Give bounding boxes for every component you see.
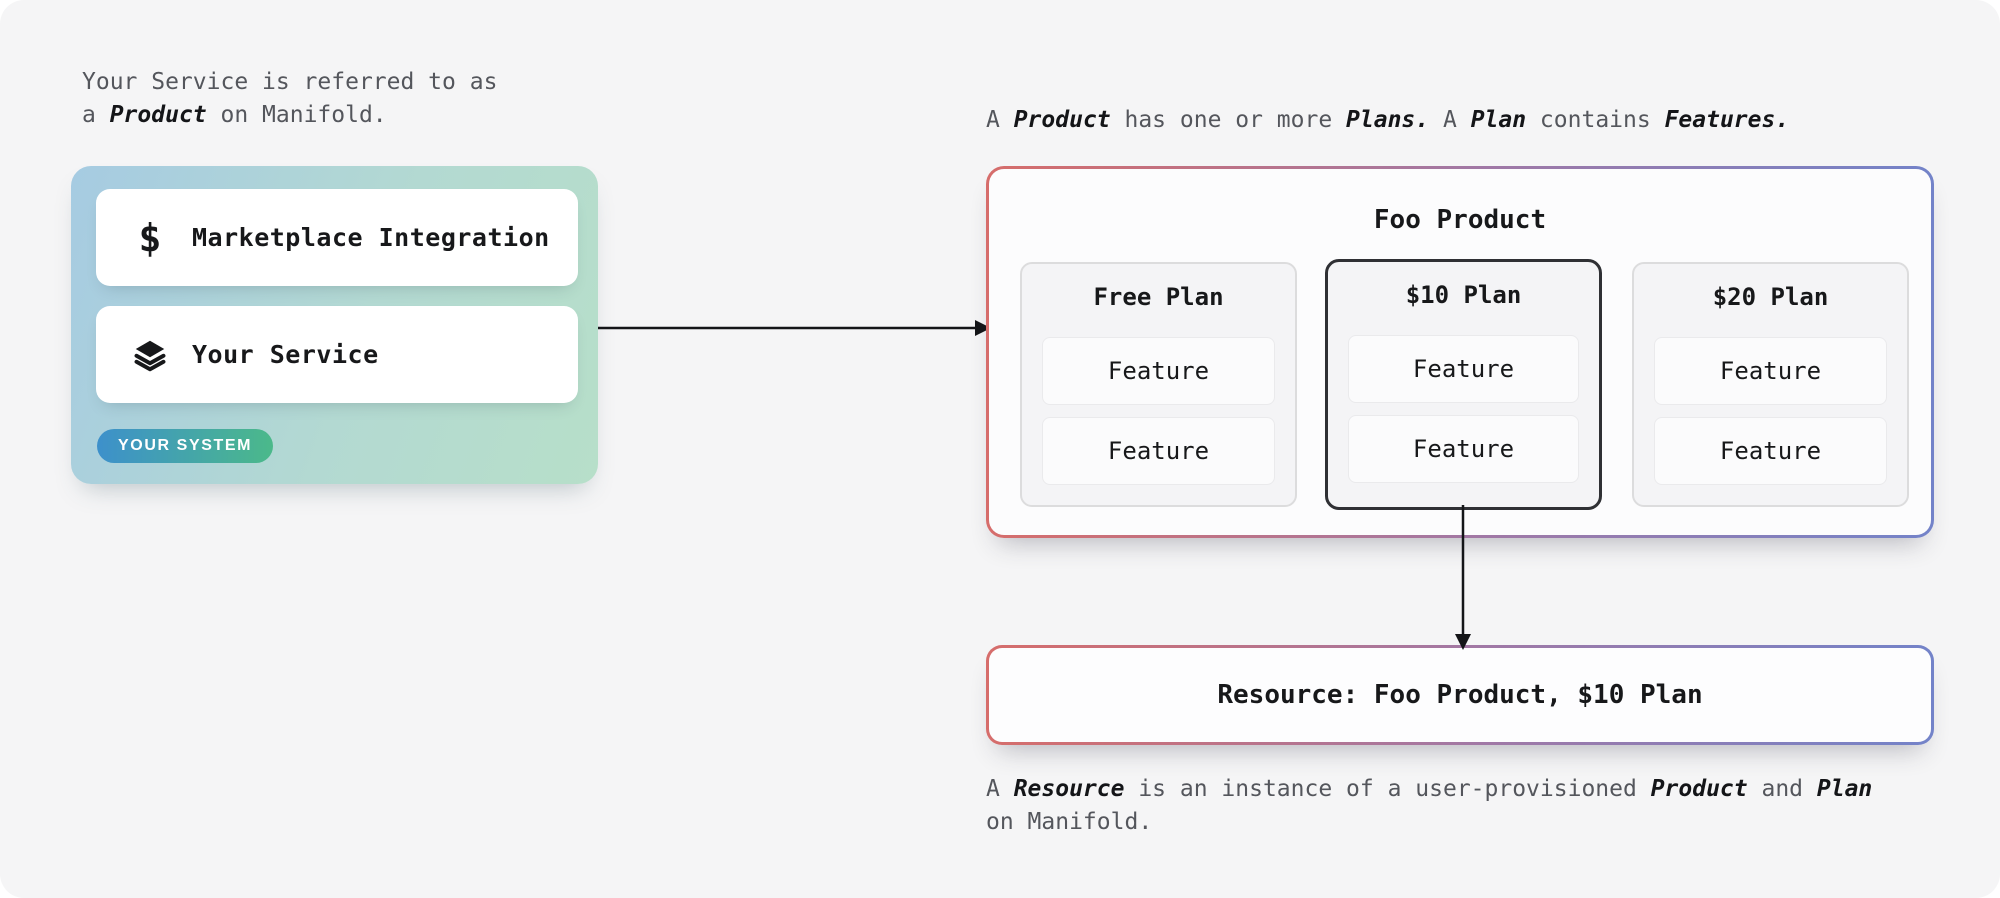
plan-title: $20 Plan — [1712, 283, 1829, 311]
arrow-service-to-product — [598, 320, 991, 336]
your-service-label: Your Service — [192, 340, 379, 369]
plan-title: Free Plan — [1093, 283, 1224, 311]
plan-card-20: $20 Plan Feature Feature — [1632, 262, 1909, 507]
feature-box: Feature — [1042, 417, 1275, 485]
feature-box: Feature — [1654, 337, 1887, 405]
plan-card-free: Free Plan Feature Feature — [1020, 262, 1297, 507]
feature-box: Feature — [1348, 335, 1579, 403]
feature-box: Feature — [1042, 337, 1275, 405]
caption-product: A Product has one or more Plans. A Plan … — [986, 107, 1790, 133]
your-system-panel: $ Marketplace Integration Your Service Y… — [71, 166, 598, 484]
resource-label: Resource: Foo Product, $10 Plan — [1217, 680, 1703, 710]
caption-resource: A Resource is an instance of a user-prov… — [986, 776, 1873, 835]
marketplace-integration-label: Marketplace Integration — [192, 223, 550, 252]
arrow-plan-to-resource — [1455, 505, 1471, 650]
your-system-badge: YOUR SYSTEM — [97, 429, 274, 463]
dollar-icon: $ — [138, 215, 162, 260]
product-title: Foo Product — [1373, 205, 1547, 235]
your-service-card: Your Service — [96, 306, 578, 403]
plan-title: $10 Plan — [1405, 281, 1522, 309]
layers-icon — [132, 337, 168, 373]
caption-your-service: Your Service is referred to as a Product… — [82, 69, 498, 128]
resource-box: Resource: Foo Product, $10 Plan — [986, 645, 1934, 745]
plan-card-10-selected: $10 Plan Feature Feature — [1325, 259, 1602, 510]
feature-box: Feature — [1348, 415, 1579, 483]
marketplace-integration-card: $ Marketplace Integration — [96, 189, 578, 286]
product-box: Foo Product Free Plan Feature Feature $1… — [986, 166, 1934, 538]
feature-box: Feature — [1654, 417, 1887, 485]
